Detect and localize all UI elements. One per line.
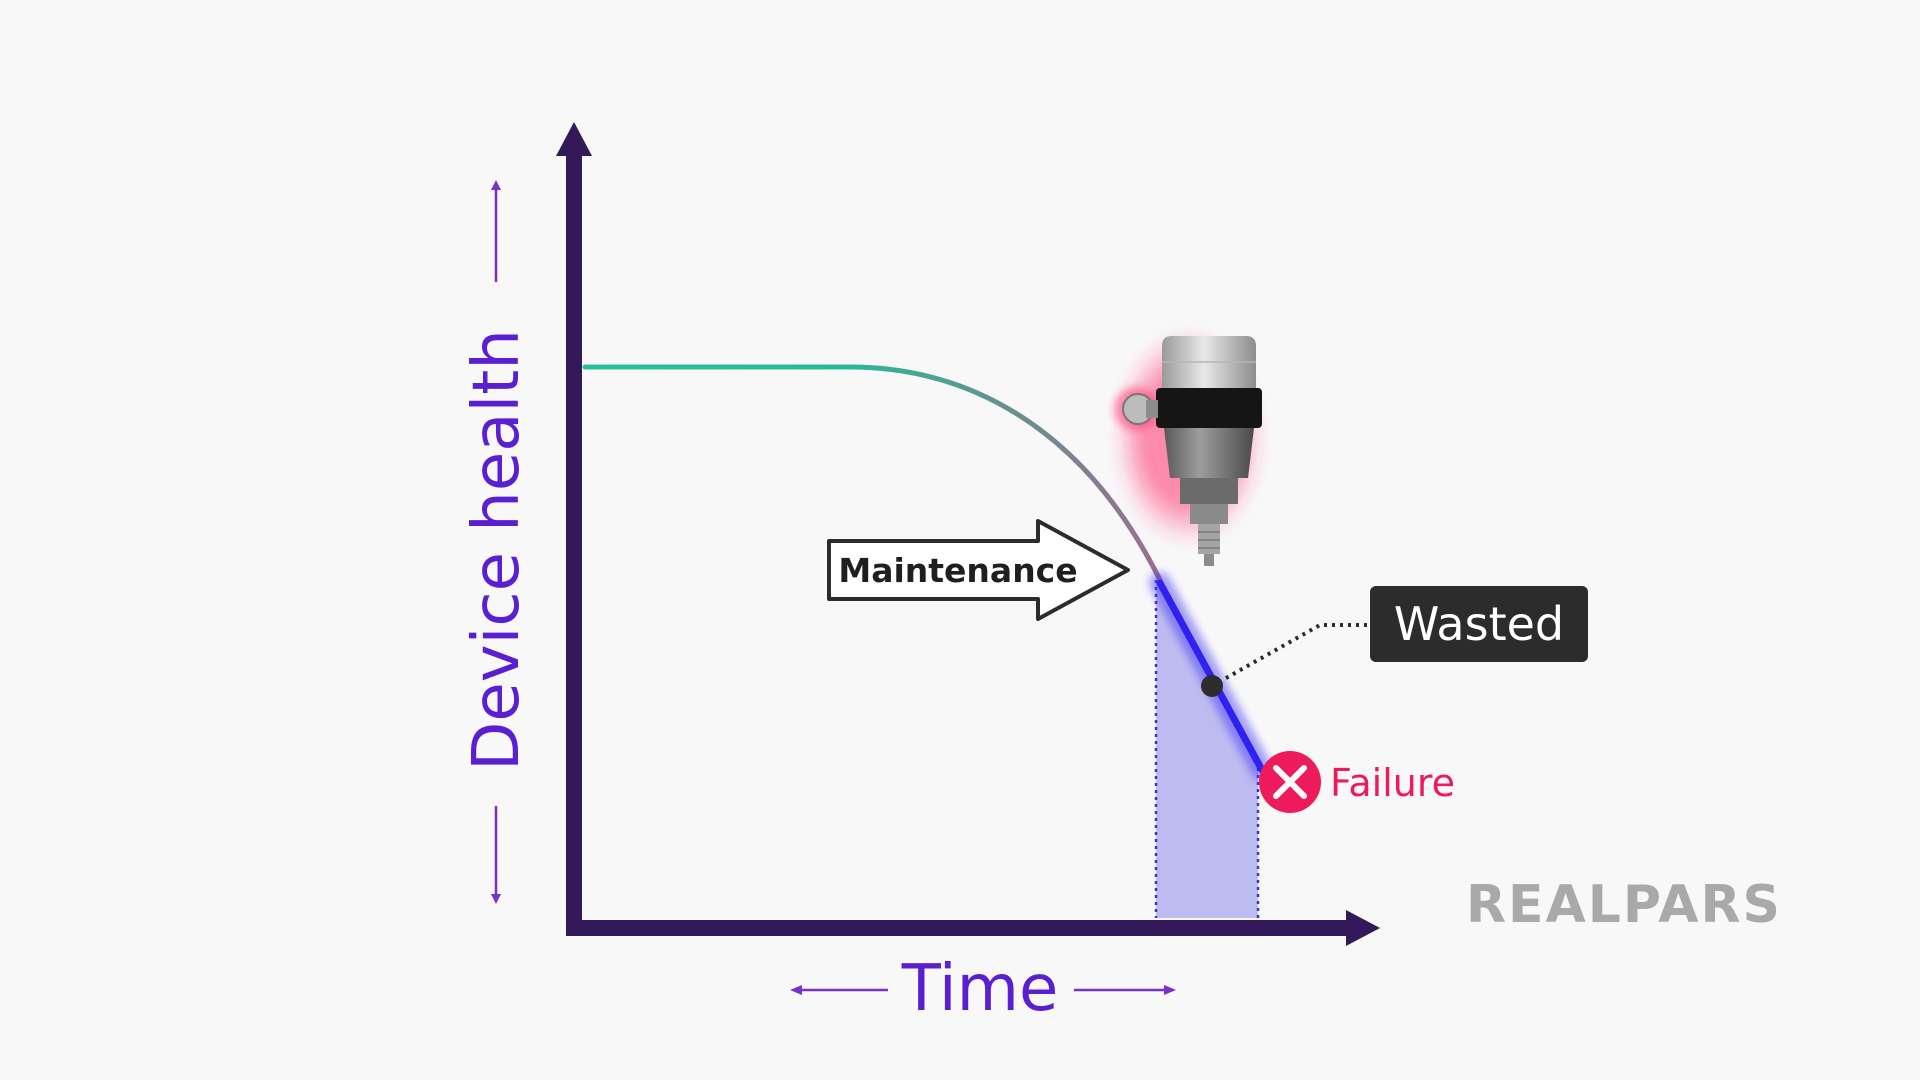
x-axis bbox=[566, 910, 1380, 946]
leader-dot bbox=[1201, 675, 1223, 697]
wasted-label: Wasted bbox=[1394, 597, 1564, 651]
wasted-region bbox=[1154, 580, 1260, 918]
brand-logo: REALPARS bbox=[1466, 875, 1782, 935]
y-axis bbox=[556, 122, 592, 928]
y-axis-label-group: Device health bbox=[460, 180, 534, 904]
failure-label: Failure bbox=[1330, 761, 1455, 805]
arrow-up-icon bbox=[491, 180, 501, 190]
arrow-left-icon bbox=[790, 985, 802, 995]
block-arrow-icon bbox=[827, 519, 1130, 621]
maintenance-label: Maintenance bbox=[838, 551, 1077, 590]
level-transmitter-icon bbox=[1114, 330, 1264, 566]
arrow-down-icon bbox=[491, 894, 501, 904]
x-axis-label-group: Time bbox=[790, 952, 1176, 1026]
arrow-right-icon bbox=[1164, 985, 1176, 995]
failure-marker: Failure bbox=[1259, 751, 1455, 813]
wasted-callout: Wasted bbox=[1201, 586, 1588, 697]
maintenance-callout: Maintenance bbox=[827, 519, 1130, 621]
y-axis-label: Device health bbox=[460, 329, 534, 771]
x-axis-label: Time bbox=[901, 952, 1059, 1026]
leader-line bbox=[1211, 623, 1370, 688]
